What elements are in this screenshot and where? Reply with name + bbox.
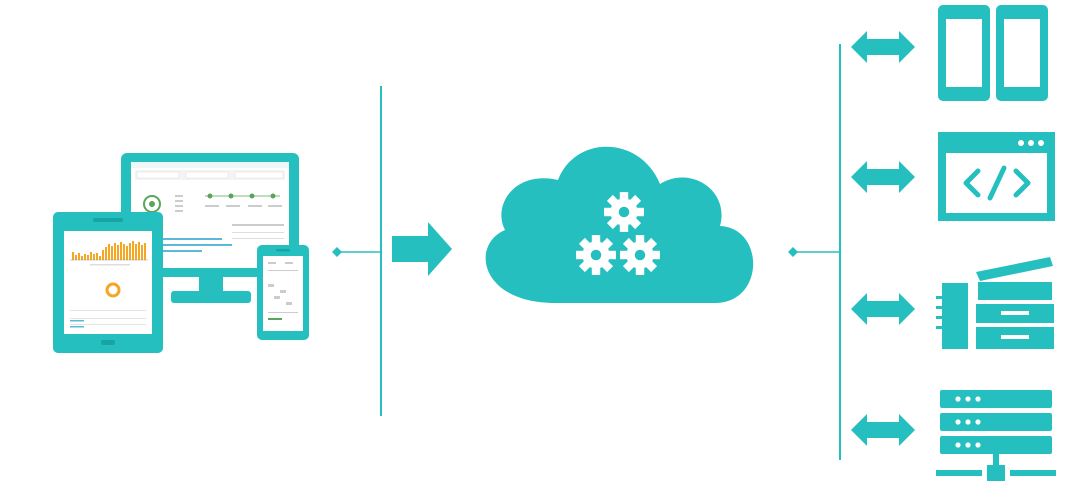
cloud-icon [486, 147, 754, 303]
double-arrow-icon [851, 31, 915, 63]
printer-copier-icon [936, 257, 1054, 349]
server-rack-icon [936, 390, 1056, 481]
smartphone-icon [257, 245, 309, 340]
dual-phone-icon [938, 5, 1048, 101]
right-connector [788, 247, 840, 257]
code-window-icon [938, 132, 1055, 221]
double-arrow-icon [851, 414, 915, 446]
double-arrow-icon [851, 293, 915, 325]
arrow-right-icon [392, 222, 452, 276]
double-arrow-icon [851, 161, 915, 193]
left-connector [332, 247, 381, 257]
tablet-icon [53, 212, 163, 353]
